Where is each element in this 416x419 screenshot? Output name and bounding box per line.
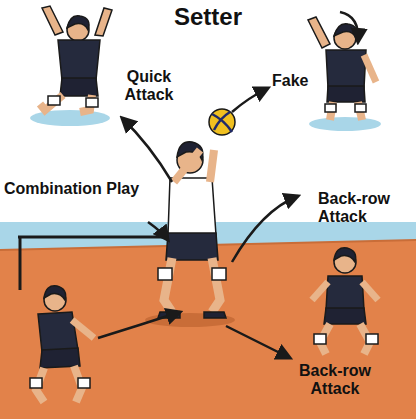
volleyball (209, 109, 235, 135)
player-setter (158, 142, 226, 318)
diagram-title: Setter (174, 4, 242, 31)
player-right (312, 248, 378, 354)
play-label: Back-row Attack (318, 190, 408, 226)
player-quick (40, 6, 112, 112)
court (0, 240, 416, 419)
play-label: Back-row Attack (290, 362, 380, 398)
play-label: Quick Attack (114, 68, 184, 104)
play-label: Combination Play (4, 180, 144, 198)
play-label: Fake (272, 72, 322, 90)
player-left (30, 286, 94, 402)
net (18, 237, 170, 290)
shadow (309, 117, 381, 131)
player-fake (308, 17, 376, 120)
